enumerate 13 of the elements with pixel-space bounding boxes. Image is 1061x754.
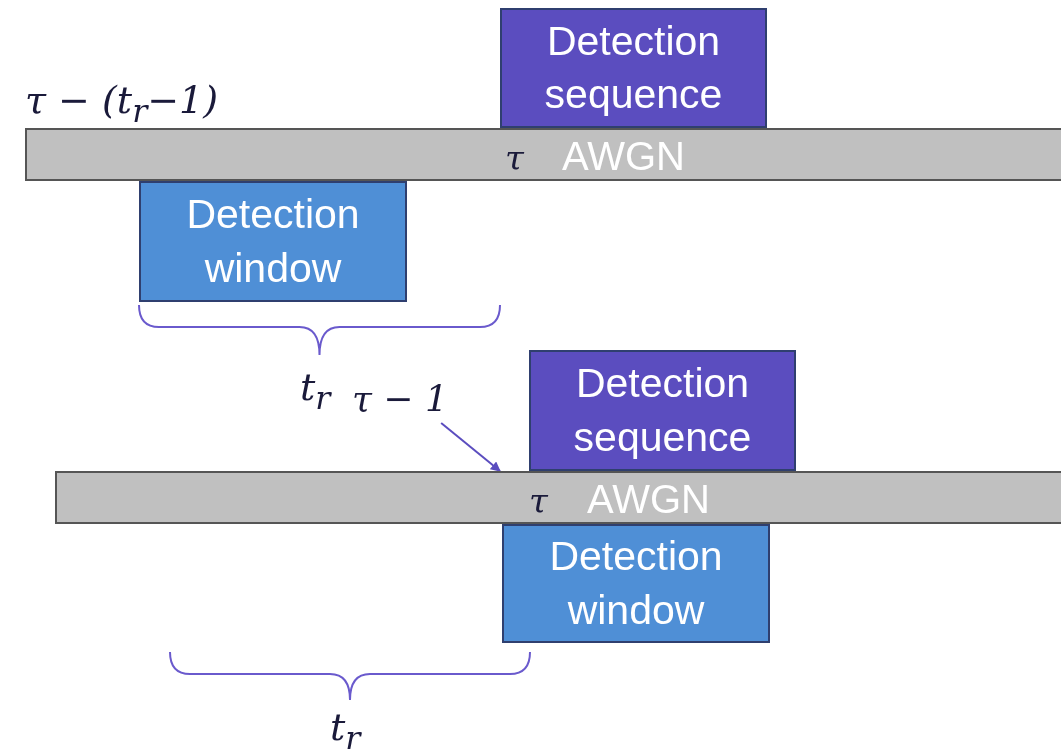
math-label: τ − 1 bbox=[352, 378, 448, 419]
math-label: t$_{r}$ bbox=[300, 365, 331, 416]
window-box: Detection window bbox=[139, 181, 407, 302]
math-label: t$_{r}$ bbox=[330, 705, 361, 754]
bar-label: AWGN bbox=[587, 477, 710, 522]
math-label: τ bbox=[505, 138, 524, 178]
bar-label: AWGN bbox=[562, 134, 685, 179]
math-label: τ bbox=[529, 481, 548, 521]
window-box: Detection window bbox=[502, 524, 770, 643]
sequence-box: Detection sequence bbox=[500, 8, 767, 128]
math-label: τ − (t$_{r}$−1) bbox=[25, 78, 219, 129]
leader-line bbox=[440, 422, 501, 472]
sequence-box: Detection sequence bbox=[529, 350, 796, 471]
